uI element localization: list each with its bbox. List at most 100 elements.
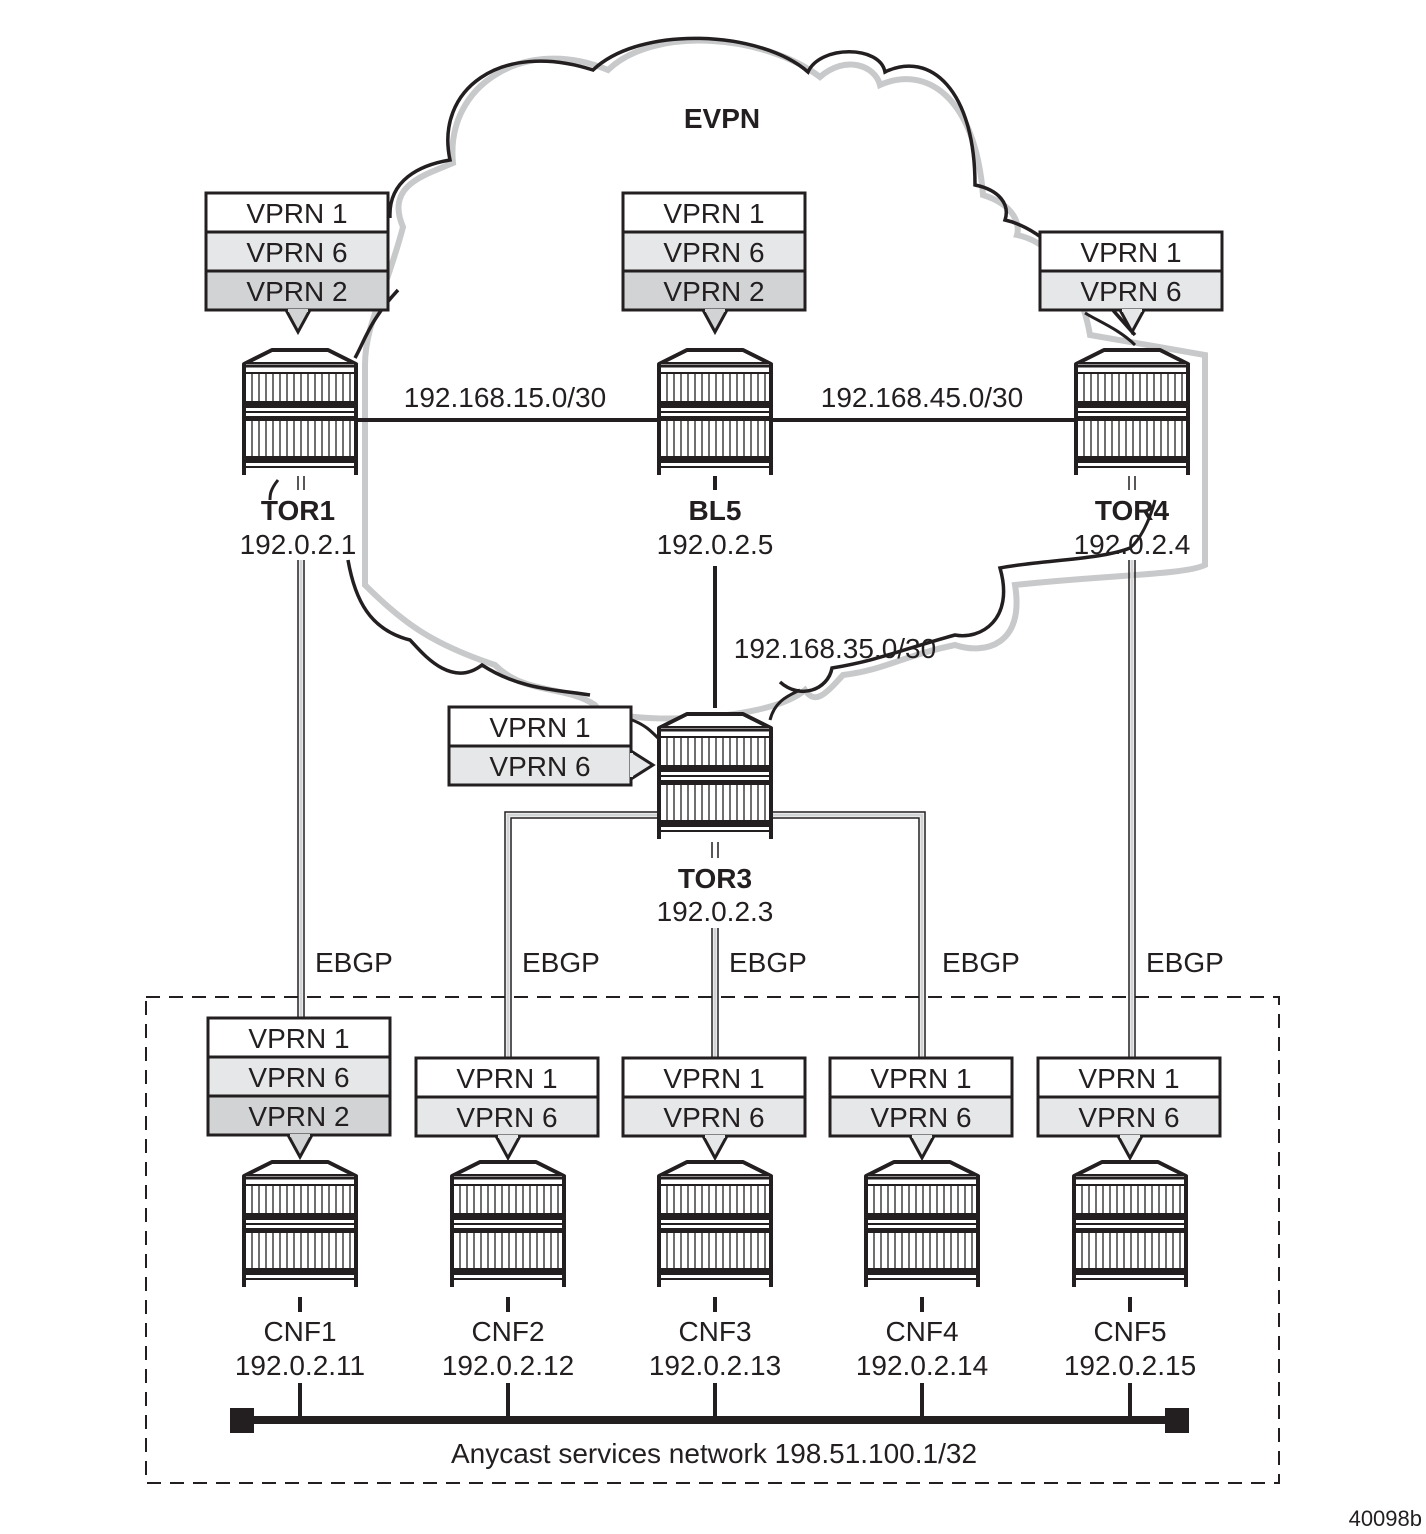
vprn-row-bg [828,1095,1014,1138]
cnf5-name: CNF5 [1093,1316,1166,1347]
vprn-label: VPRN 2 [248,1101,349,1132]
vprn-label: VPRN 6 [663,1102,764,1133]
vprn-label: VPRN 1 [248,1023,349,1054]
cnf4-ip: 192.0.2.14 [856,1350,988,1381]
router-cnf1[interactable] [242,1160,358,1289]
vprn-row-bg [828,1056,1014,1099]
vprn-row-bg [206,1016,392,1059]
cnf4-name: CNF4 [885,1316,958,1347]
vprn-callout-tor3: VPRN 1 VPRN 6 [447,705,656,787]
cnf2-ip: 192.0.2.12 [442,1350,574,1381]
ebgp-links [297,476,1136,1058]
router-bl5[interactable] [657,348,773,477]
callout-pointer [1118,309,1146,336]
router-cnf3[interactable] [657,1160,773,1289]
ebgp-label-cnf5: EBGP [1146,947,1224,978]
vprn-row-bg [1036,1095,1222,1138]
pointer-seam [1122,309,1142,312]
pointer-seam [288,309,308,312]
vprn-row-bg [621,1056,807,1099]
callout-pointer [701,1135,729,1162]
pointer-seam [630,753,633,777]
node-ip-tor1: 192.0.2.1 [240,529,357,560]
vprn-row-bg [447,705,633,748]
vprn-row-bg [204,230,390,273]
vprn-label: VPRN 6 [246,237,347,268]
anycast-label: Anycast services network 198.51.100.1/32 [451,1438,977,1469]
vprn-label: VPRN 6 [489,751,590,782]
cnf3-name: CNF3 [678,1316,751,1347]
pointer-seam [912,1135,932,1138]
pointer-seam [705,1135,725,1138]
callout-pointer [286,1134,314,1161]
router-cnf4[interactable] [864,1160,980,1289]
ebgp-label-cnf4: EBGP [942,947,1020,978]
node-name-tor1: TOR1 [261,495,335,526]
pointer-seam [1120,1135,1140,1138]
vprn-row-bg [621,191,807,234]
vprn-callout-bl5: VPRN 1 VPRN 6 VPRN 2 [621,191,807,336]
vprn-label: VPRN 1 [663,198,764,229]
callout-pointer [1116,1135,1144,1162]
vprn-label: VPRN 1 [456,1063,557,1094]
vprn-row-bg [206,1055,392,1098]
router-tor3[interactable] [657,712,773,841]
callout-pointer [630,749,656,781]
vprn-label: VPRN 1 [1080,237,1181,268]
vprn-row-bg [621,269,807,312]
vprn-label: VPRN 6 [456,1102,557,1133]
vprn-label: VPRN 6 [663,237,764,268]
ebgp-label-cnf3: EBGP [729,947,807,978]
link-label-35: 192.168.35.0/30 [734,633,936,664]
bus-terminator-right [1165,1408,1189,1433]
vprn-label: VPRN 6 [1080,276,1181,307]
node-name-bl5: BL5 [689,495,742,526]
figure-id: 40098b [1349,1506,1422,1531]
vprn-callout-tor1: VPRN 1 VPRN 6 VPRN 2 [204,191,390,336]
vprn-label: VPRN 2 [246,276,347,307]
vprn-row-bg [621,230,807,273]
router-cnf2[interactable] [450,1160,566,1289]
evpn-title: EVPN [684,103,760,134]
cnf2-name: CNF2 [471,1316,544,1347]
cnf1-ip: 192.0.2.11 [235,1350,365,1381]
node-name-tor3: TOR3 [678,863,752,894]
anycast-region [145,996,1280,1484]
router-tor1[interactable] [242,348,358,477]
vprn-callout-cnf2: VPRN 1 VPRN 6 [414,1056,600,1162]
link-label-15: 192.168.15.0/30 [404,382,606,413]
evpn-cloud [346,36,1137,697]
vprn-label: VPRN 1 [870,1063,971,1094]
pointer-seam [498,1135,518,1138]
vprn-callout-cnf4: VPRN 1 VPRN 6 [828,1056,1014,1162]
cnf1-name: CNF1 [263,1316,336,1347]
node-ip-bl5: 192.0.2.5 [657,529,774,560]
pointer-seam [290,1134,310,1137]
vprn-callout-tor4: VPRN 1 VPRN 6 [1038,230,1224,336]
callout-pointer [701,309,729,336]
vprn-label: VPRN 1 [246,198,347,229]
bus-terminator-left [230,1408,254,1433]
pointer-seam [705,309,725,312]
vprn-row-bg [1036,1056,1222,1099]
node-ip-tor4: 192.0.2.4 [1074,529,1191,560]
router-tor4[interactable] [1074,348,1190,477]
vprn-label: VPRN 6 [1078,1102,1179,1133]
ebgp-label-cnf1: EBGP [315,947,393,978]
vprn-label: VPRN 1 [663,1063,764,1094]
callout-pointer [494,1135,522,1162]
vprn-row-bg [621,1095,807,1138]
vprn-row-bg [447,744,633,787]
ebgp-label-cnf2: EBGP [522,947,600,978]
cnf3-ip: 192.0.2.13 [649,1350,781,1381]
node-ip-tor3: 192.0.2.3 [657,896,774,927]
vprn-label: VPRN 2 [663,276,764,307]
vprn-label: VPRN 6 [870,1102,971,1133]
router-cnf5[interactable] [1072,1160,1188,1289]
node-name-tor4: TOR4 [1095,495,1170,526]
vprn-label: VPRN 1 [489,712,590,743]
vprn-callout-cnf3: VPRN 1 VPRN 6 [621,1056,807,1162]
